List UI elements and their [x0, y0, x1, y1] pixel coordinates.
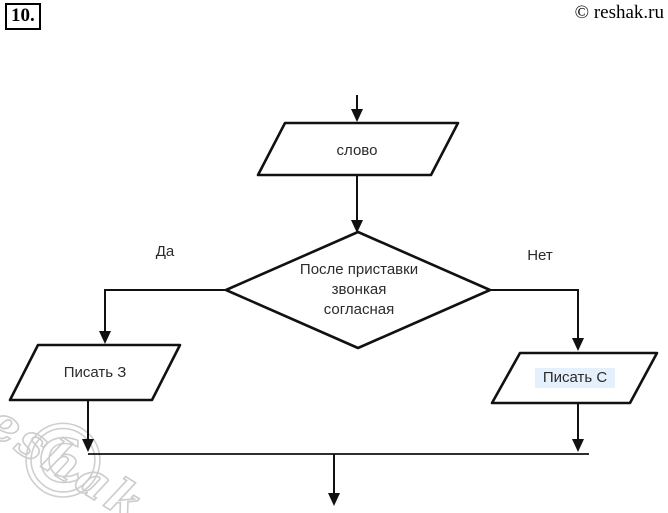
left-output-arrowhead-icon — [82, 439, 94, 452]
no-arrowhead-icon — [572, 338, 584, 351]
output-left-label: Писать З — [63, 364, 127, 381]
site-copyright: © reshak.ru — [574, 2, 664, 23]
decision-diamond — [224, 230, 492, 350]
output-right-label-text: Писать С — [534, 368, 616, 388]
output-left-parallelogram — [8, 343, 182, 402]
input-label: слово — [336, 142, 378, 159]
exit-arrowhead-icon — [328, 493, 340, 506]
yes-arrowhead-icon — [99, 331, 111, 344]
output-right-label: Писать С — [514, 368, 636, 388]
no-branch-connector — [490, 289, 579, 340]
output-right-parallelogram — [490, 351, 659, 405]
decision-line-3: согласная — [323, 301, 395, 318]
decision-arrowhead-icon — [351, 220, 363, 233]
decision-line-2: звонкая — [331, 281, 387, 298]
decision-line-1: После приставки — [299, 261, 419, 278]
entry-arrowhead-icon — [351, 109, 363, 122]
right-output-arrowhead-icon — [572, 439, 584, 452]
yes-branch-connector — [104, 289, 226, 333]
watermark-copyright-icon: © — [11, 403, 115, 513]
decision-label: После приставки звонкая согласная — [288, 260, 430, 320]
yes-branch-label: Да — [155, 243, 175, 260]
input-parallelogram — [256, 121, 460, 177]
problem-number: 10. — [5, 3, 41, 30]
no-branch-label: Нет — [527, 247, 553, 264]
